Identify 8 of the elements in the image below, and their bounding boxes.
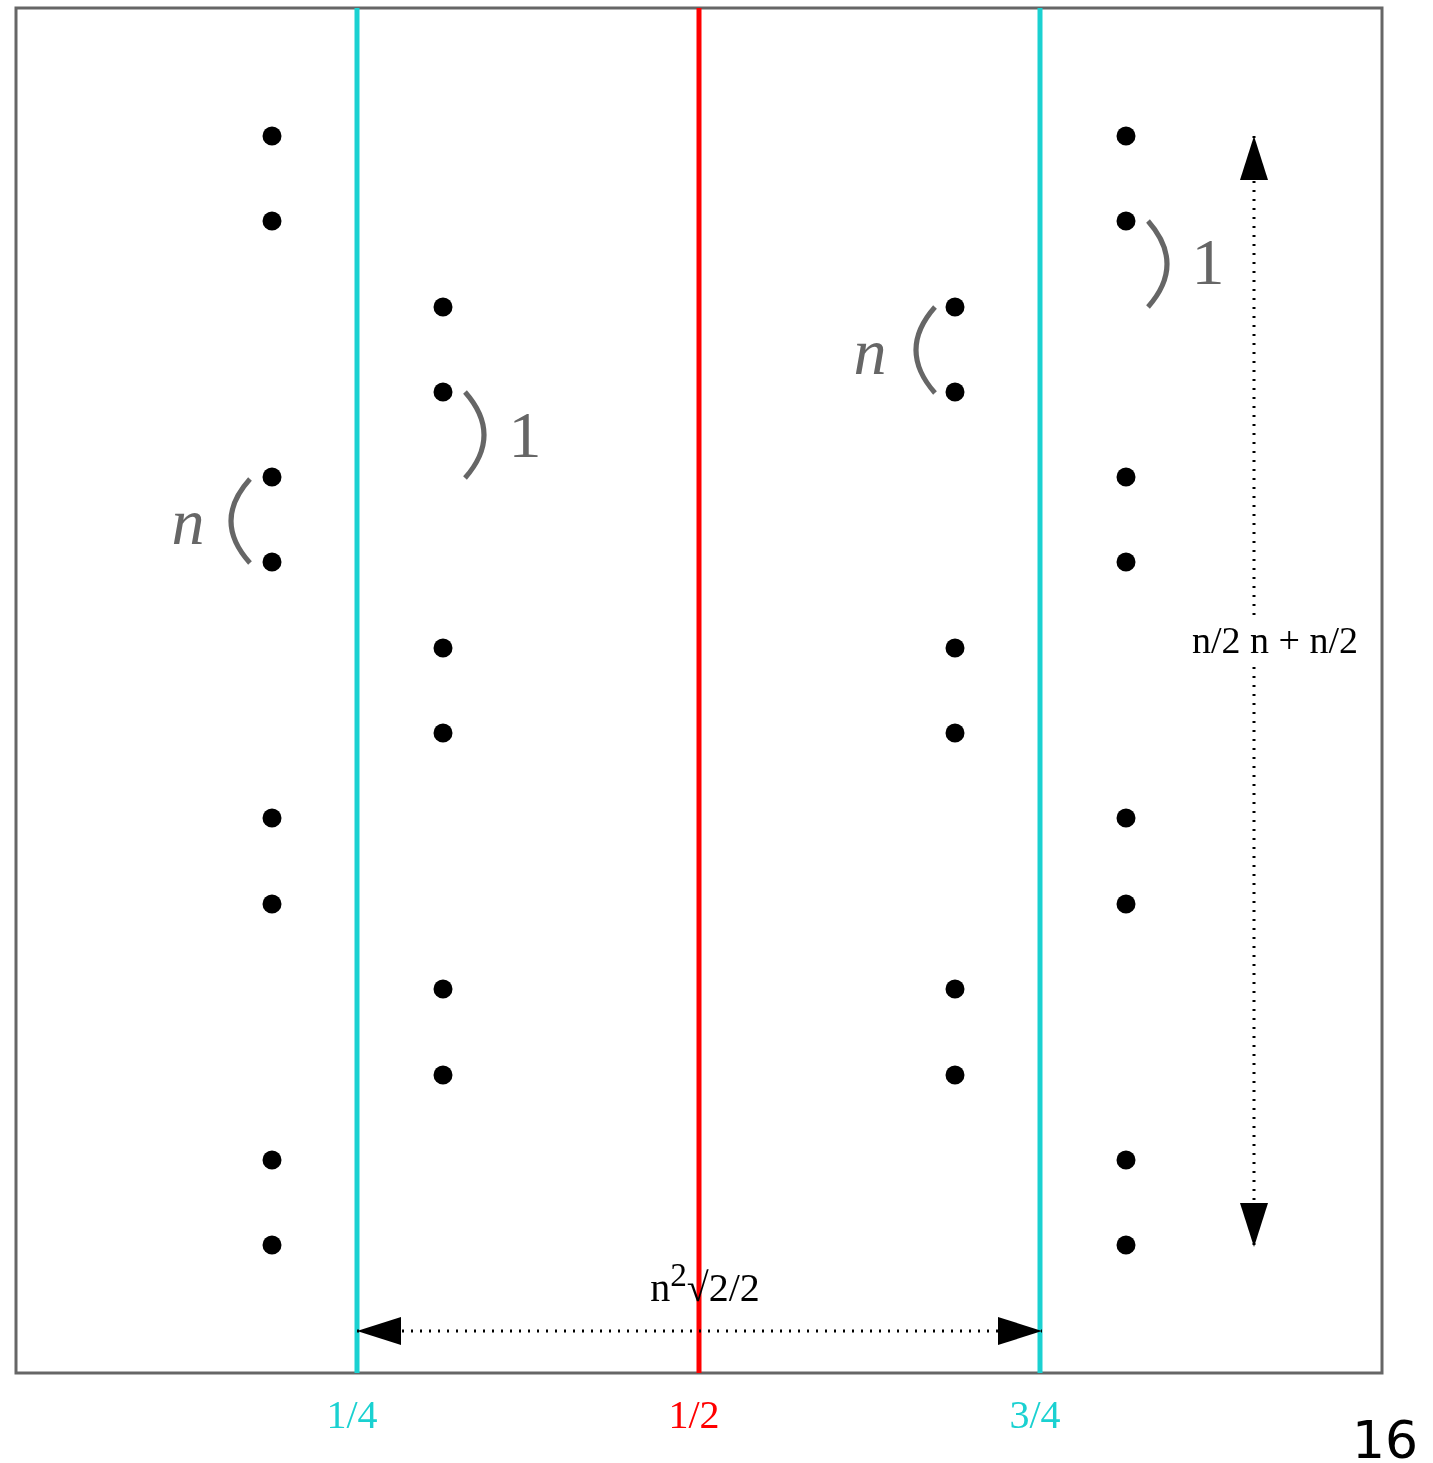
dimension-label: 1 xyxy=(508,402,542,468)
axis-label: 1/4 xyxy=(326,1395,378,1435)
dimension-label: 1 xyxy=(1191,229,1225,295)
dimension-label: n xyxy=(853,319,887,385)
dimension-label: n xyxy=(171,489,205,555)
page-number: 16 xyxy=(1351,1414,1419,1463)
axis-label: 1/2 xyxy=(668,1395,720,1435)
axis-label: 3/4 xyxy=(1009,1395,1061,1435)
